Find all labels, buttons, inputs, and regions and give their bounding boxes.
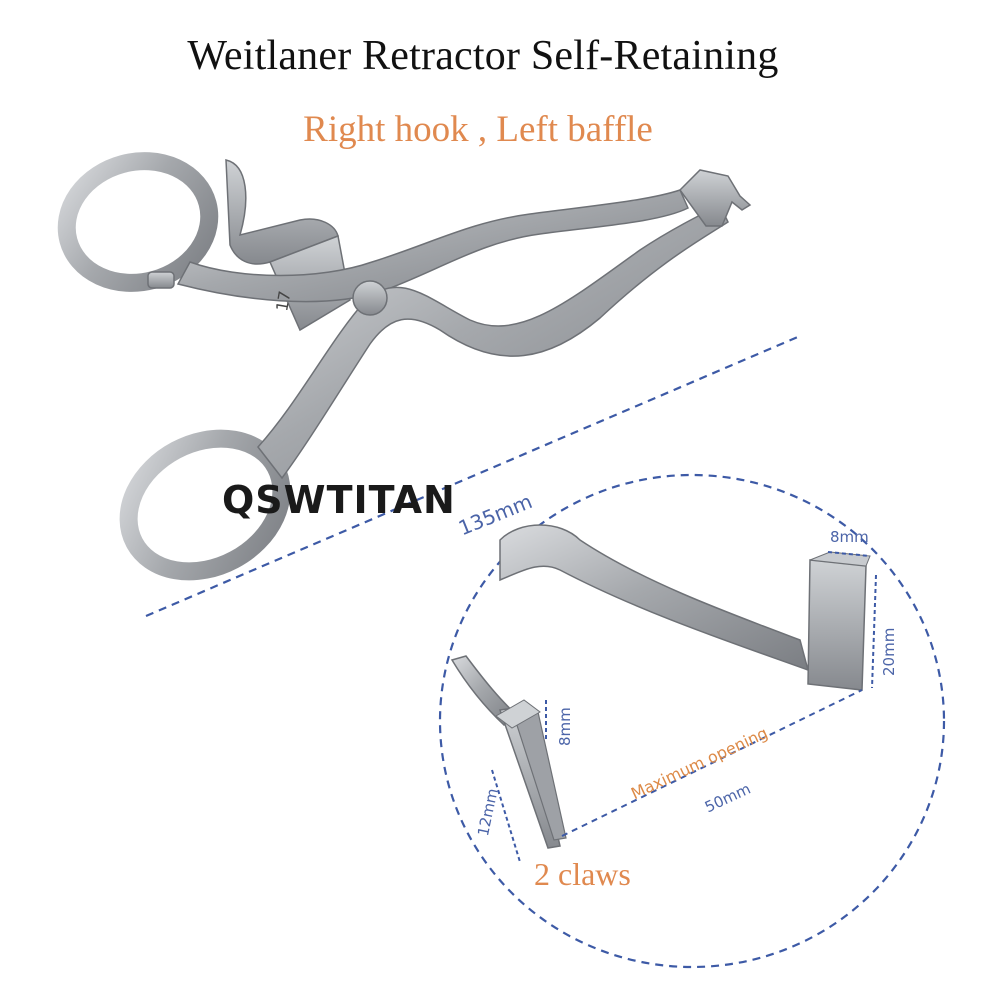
retractor: 17 (57, 152, 752, 581)
baffle-height-label: 20mm (880, 627, 898, 676)
page-subtitle: Right hook , Left baffle (303, 109, 653, 150)
claw-depth-label: 8mm (556, 707, 574, 746)
baffle-width-label: 8mm (830, 528, 869, 546)
page-title: Weitlaner Retractor Self-Retaining (187, 33, 779, 79)
baffle-plate (807, 559, 867, 691)
detail-circle (438, 473, 946, 969)
baffle-height-line (871, 574, 877, 689)
claw-hook-top (495, 699, 541, 729)
tip-hook (679, 169, 752, 227)
engraving-text: 17 (272, 289, 294, 312)
brand-watermark: QSWTITAN (222, 478, 456, 522)
ratchet-tab (225, 159, 339, 265)
baffle-arm (499, 524, 810, 672)
ratchet-pin (147, 271, 175, 289)
baffle-width-line (827, 551, 871, 557)
length-dimension-line (145, 334, 801, 618)
claw-height-line (491, 769, 521, 863)
claws-label: 2 claws (534, 856, 631, 892)
opening-dimension-line (561, 689, 863, 837)
claw-detail (450, 655, 567, 849)
hinge-screw (352, 280, 388, 316)
baffle-detail (499, 524, 871, 691)
